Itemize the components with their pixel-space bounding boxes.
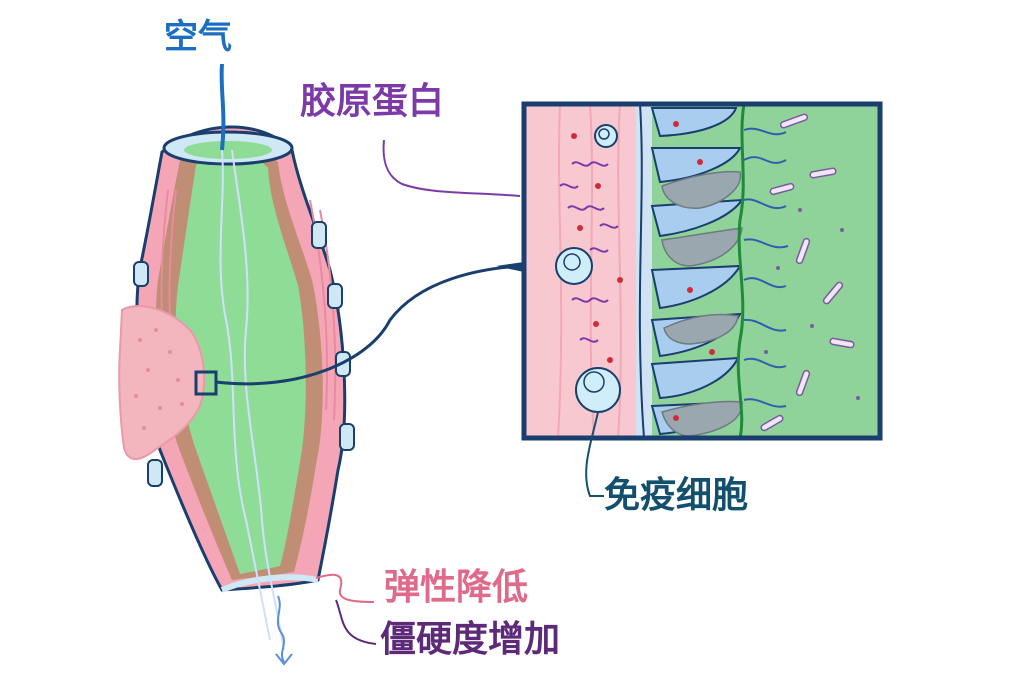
cartilage-plate [327,283,343,309]
cartilage-plate [311,221,327,249]
particles [760,113,855,432]
immune-leader-line [585,411,604,497]
red-dots [571,121,715,421]
collagen-fibers [559,161,619,343]
label-air: 空气 [164,17,232,57]
collagen-leader-line [382,139,521,197]
goblet-cells [661,170,743,437]
airway-tube [118,125,355,651]
zoom-connector-line [215,264,525,386]
zoom-box [521,101,883,441]
immune-cell [575,367,621,413]
stiff-bracket [335,599,377,645]
label-immune-cells: 免疫细胞 [604,475,749,516]
air-flow-arrow [219,63,293,666]
cartilage-plate [133,261,149,287]
immune-cell [594,124,618,148]
airway-lumen [175,154,306,574]
zoom-box-frame [521,101,883,441]
label-stiffness-increase: 僵硬度增加 [380,619,561,660]
label-collagen: 胶原蛋白 [300,81,445,122]
cilia [743,127,789,408]
elastic-bracket [315,573,375,603]
lung-tissue [118,305,206,460]
label-elasticity-decrease: 弹性降低 [384,567,529,608]
immune-cell [555,247,593,285]
cartilage-plate [147,459,163,487]
cartilage-plate [339,423,355,451]
